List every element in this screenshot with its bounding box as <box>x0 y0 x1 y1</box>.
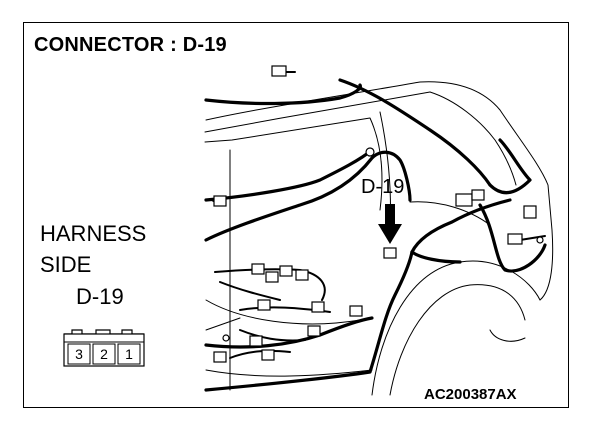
connector-pin: 1 <box>125 346 133 362</box>
connector-pin: 3 <box>75 346 83 362</box>
diagram-title: CONNECTOR : D-19 <box>34 34 227 56</box>
harness-label-line1: HARNESS <box>40 221 147 246</box>
arrow-down-icon <box>378 204 402 244</box>
harness-connector-id: D-19 <box>76 284 124 309</box>
connector-face-icon: 3 2 1 <box>63 329 145 367</box>
callout-label: D-19 <box>361 176 405 198</box>
diagram-frame <box>23 22 569 408</box>
harness-label-line2: SIDE <box>40 252 92 277</box>
figure-code: AC200387AX <box>424 386 517 403</box>
connector-pin: 2 <box>100 346 108 362</box>
